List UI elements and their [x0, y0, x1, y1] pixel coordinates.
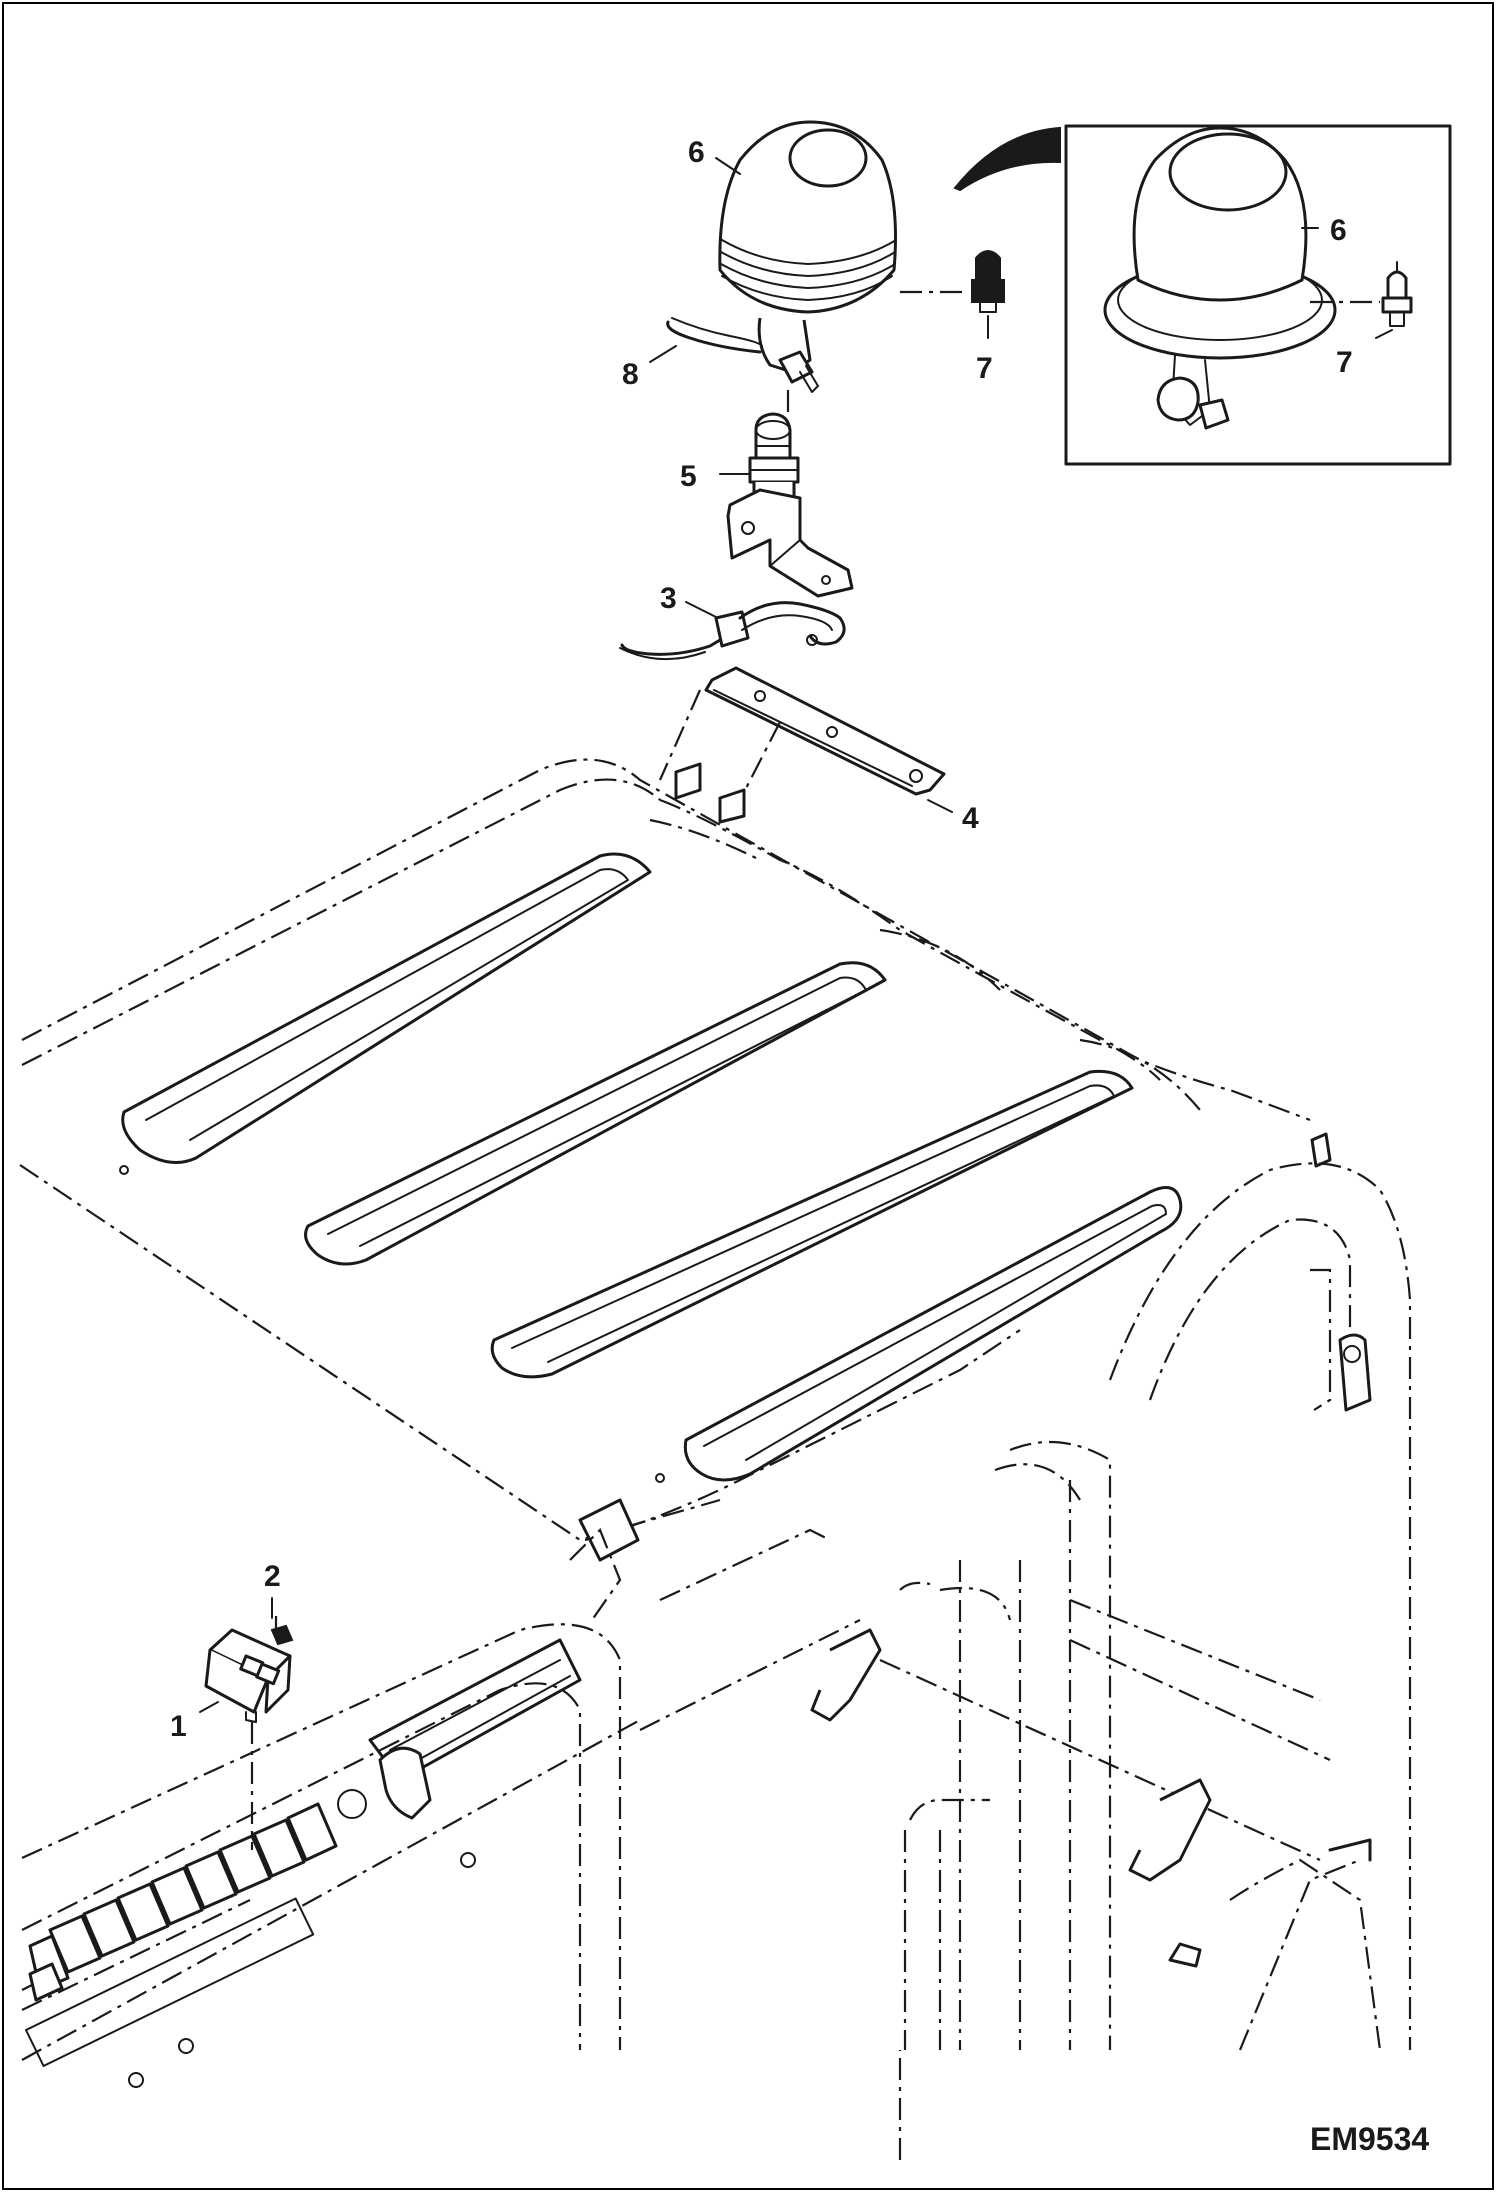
mounting-plate: [704, 666, 946, 796]
inset-beacon: [1103, 126, 1337, 430]
callout-5: 5: [680, 460, 697, 493]
inset-frame: [1064, 124, 1452, 466]
halogen-bulb: [900, 250, 1005, 313]
inset-bulb: [1310, 261, 1413, 327]
leader-lines: [199, 157, 953, 1713]
rops-frame: [810, 1162, 1412, 2160]
pole-mount-bracket: [726, 412, 854, 598]
connector-harness: [619, 601, 846, 661]
beacon-clamp: [757, 317, 819, 393]
callout-7: 7: [976, 352, 993, 385]
callout-6-inset: 6: [1330, 214, 1347, 247]
callout-3: 3: [660, 582, 677, 615]
callout-2: 2: [264, 1560, 281, 1593]
beacon-wire: [666, 317, 763, 354]
callout-4: 4: [962, 802, 979, 835]
switch-bank: [25, 1897, 315, 2067]
beacon-light: [718, 120, 897, 314]
figure-code: EM9534: [1310, 2121, 1429, 2157]
switch-lens: [270, 1624, 294, 1646]
callout-8: 8: [622, 358, 639, 391]
roof-canopy: [19, 758, 1332, 1542]
inset-pointer-arrow: [953, 126, 1061, 192]
dashboard-console: [21, 1498, 861, 2088]
rocker-switch: [204, 1628, 292, 1723]
callout-6: 6: [688, 136, 705, 169]
switch-row: [28, 1802, 338, 2002]
callout-1: 1: [170, 1710, 187, 1743]
detail-inset: 6 7: [953, 124, 1452, 466]
callout-7-inset: 7: [1336, 346, 1353, 379]
